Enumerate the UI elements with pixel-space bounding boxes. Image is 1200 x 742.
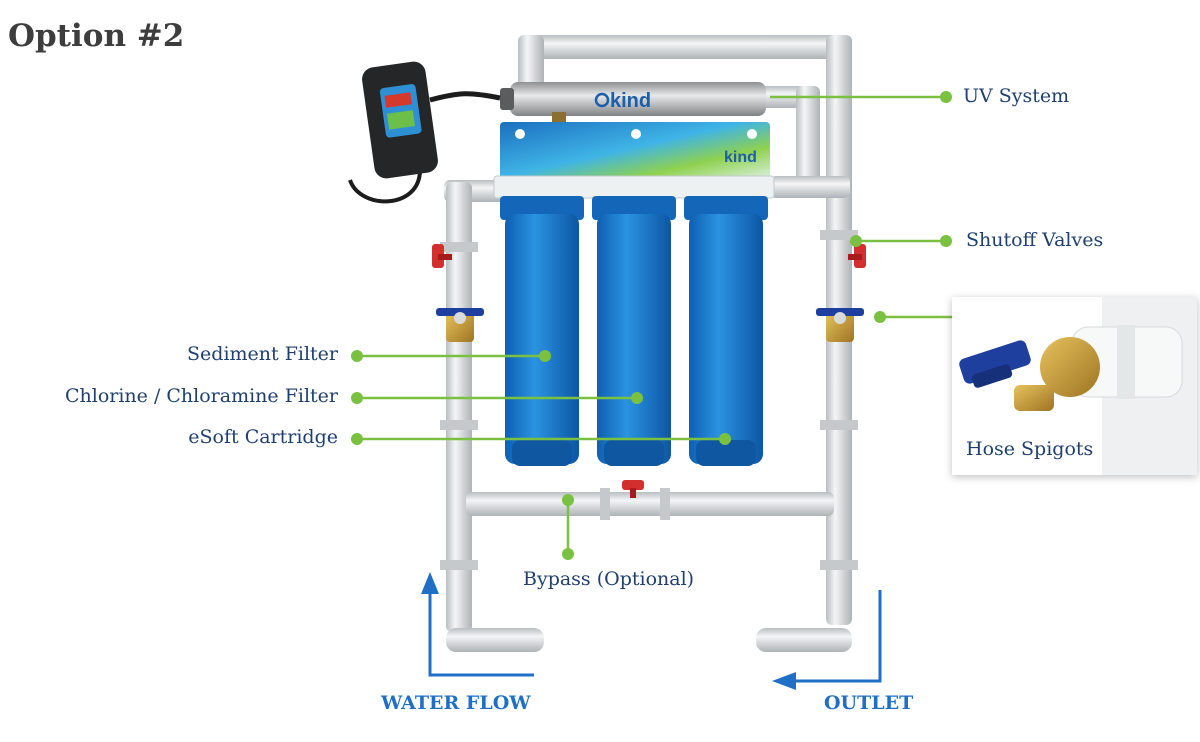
callouts bbox=[351, 91, 976, 560]
uv-lamp-housing bbox=[510, 82, 766, 116]
shutoff-valve-left bbox=[432, 244, 452, 268]
inset-blue-handle bbox=[959, 340, 1031, 384]
filter-housings bbox=[500, 196, 768, 466]
inset-brass-body bbox=[1040, 337, 1100, 397]
shutoff-valve-right bbox=[848, 244, 866, 268]
hose-spigot-left bbox=[436, 308, 484, 342]
filter-head-block bbox=[493, 175, 775, 199]
label-chlorine-filter: Chlorine / Chloramine Filter bbox=[64, 385, 338, 407]
hose-spigot-photo bbox=[959, 297, 1197, 475]
pipe-top-horizontal bbox=[520, 35, 850, 59]
hose-spigot-inset bbox=[952, 297, 1197, 475]
mount-bracket bbox=[500, 122, 770, 184]
callout-esoft-dot bbox=[719, 433, 731, 445]
label-hose-spigots: Hose Spigots bbox=[966, 438, 1094, 460]
page-title: Option #2 bbox=[8, 18, 185, 54]
callout-chlorine-dot bbox=[631, 392, 643, 404]
label-bypass: Bypass (Optional) bbox=[523, 568, 695, 590]
callout-sediment-dot bbox=[539, 350, 551, 362]
outlet-flow-arrow bbox=[772, 590, 882, 690]
filter-mount-panel: kind bbox=[493, 122, 775, 199]
pipe-network bbox=[440, 35, 858, 652]
callout-shutoff-dot bbox=[940, 235, 952, 247]
pipe-inlet-elbow bbox=[446, 628, 544, 652]
label-shutoff-valves: Shutoff Valves bbox=[966, 229, 1104, 251]
callout-bypass-dot bbox=[562, 548, 574, 560]
esoft-filter-housing bbox=[684, 196, 768, 466]
inlet-flow-arrow bbox=[421, 572, 534, 677]
hose-spigot-right bbox=[816, 308, 864, 342]
pipe-uv-return-v bbox=[796, 86, 820, 196]
uv-system: kind bbox=[500, 82, 766, 126]
uv-controller bbox=[348, 61, 501, 204]
label-sediment-filter: Sediment Filter bbox=[187, 343, 338, 365]
label-uv-system: UV System bbox=[963, 85, 1070, 107]
callout-uv-dot bbox=[940, 91, 952, 103]
label-outlet: OUTLET bbox=[824, 692, 914, 714]
uv-brand-logo: kind bbox=[610, 90, 651, 112]
pipe-uv-return-h2 bbox=[770, 176, 850, 198]
panel-brand-logo: kind bbox=[724, 149, 757, 166]
chlorine-filter-housing bbox=[592, 196, 676, 466]
pipe-bypass-h bbox=[466, 492, 834, 516]
label-esoft-cartridge: eSoft Cartridge bbox=[188, 426, 338, 448]
pipe-outlet-elbow bbox=[756, 628, 852, 652]
pipe-top-left-vertical bbox=[518, 35, 544, 90]
pipe-left-main bbox=[446, 182, 472, 632]
bypass-valve bbox=[622, 480, 644, 498]
sediment-filter-housing bbox=[500, 196, 584, 466]
label-water-flow: WATER FLOW bbox=[381, 692, 531, 714]
